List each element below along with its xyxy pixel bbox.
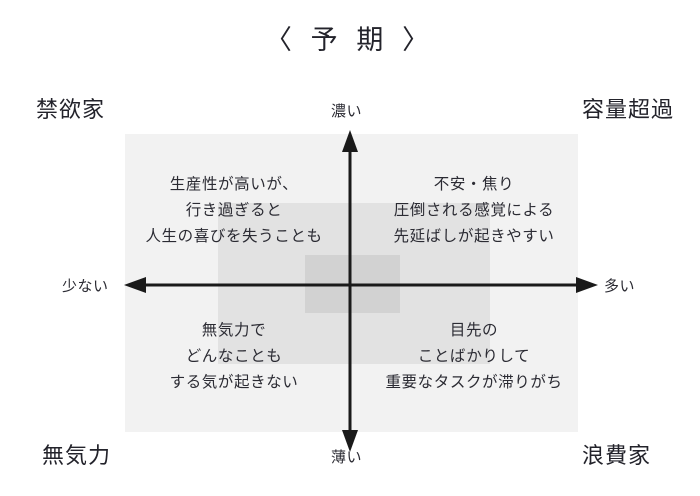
quadrant-line: どんなことも [185, 348, 283, 365]
quadrant-line: 重要なタスクが滞りがち [385, 374, 563, 391]
axis-label-right: 多い [604, 279, 636, 295]
quadrant-line: 行き過ぎると [185, 202, 283, 219]
corner-label-top-left: 禁欲家 [36, 97, 106, 122]
quadrant-line: 先延ばしが起きやすい [393, 228, 555, 245]
quadrant-line: 目先の [449, 322, 499, 339]
quadrant-line: 不安・焦り [433, 176, 515, 193]
quadrant-text-bottom-left: 無気力で どんなことも する気が起きない [128, 318, 340, 396]
corner-label-bottom-left: 無気力 [42, 443, 112, 468]
axis-label-top: 濃い [331, 104, 363, 120]
quadrant-line: ことばかりして [417, 348, 531, 365]
vertical-axis-icon [342, 130, 358, 452]
quadrant-text-top-right: 不安・焦り 圧倒される感覚による 先延ばしが起きやすい [368, 172, 580, 250]
axis-label-bottom: 薄い [331, 450, 363, 466]
page-title: 〈 予 期 〉 [264, 25, 436, 55]
corner-label-top-right: 容量超過 [582, 97, 675, 122]
quadrant-line: 人生の喜びを失うことも [145, 228, 323, 245]
quadrant-line: する気が起きない [169, 374, 299, 391]
horizontal-axis-icon [124, 277, 598, 293]
quadrant-line: 無気力で [201, 322, 267, 339]
axis-label-left: 少ない [62, 279, 109, 295]
quadrant-line: 生産性が高いが、 [169, 176, 299, 193]
corner-label-bottom-right: 浪費家 [582, 443, 652, 468]
quadrant-text-top-left: 生産性が高いが、 行き過ぎると 人生の喜びを失うことも [128, 172, 340, 250]
quadrant-text-bottom-right: 目先の ことばかりして 重要なタスクが滞りがち [368, 318, 580, 396]
quadrant-line: 圧倒される感覚による [393, 202, 555, 219]
